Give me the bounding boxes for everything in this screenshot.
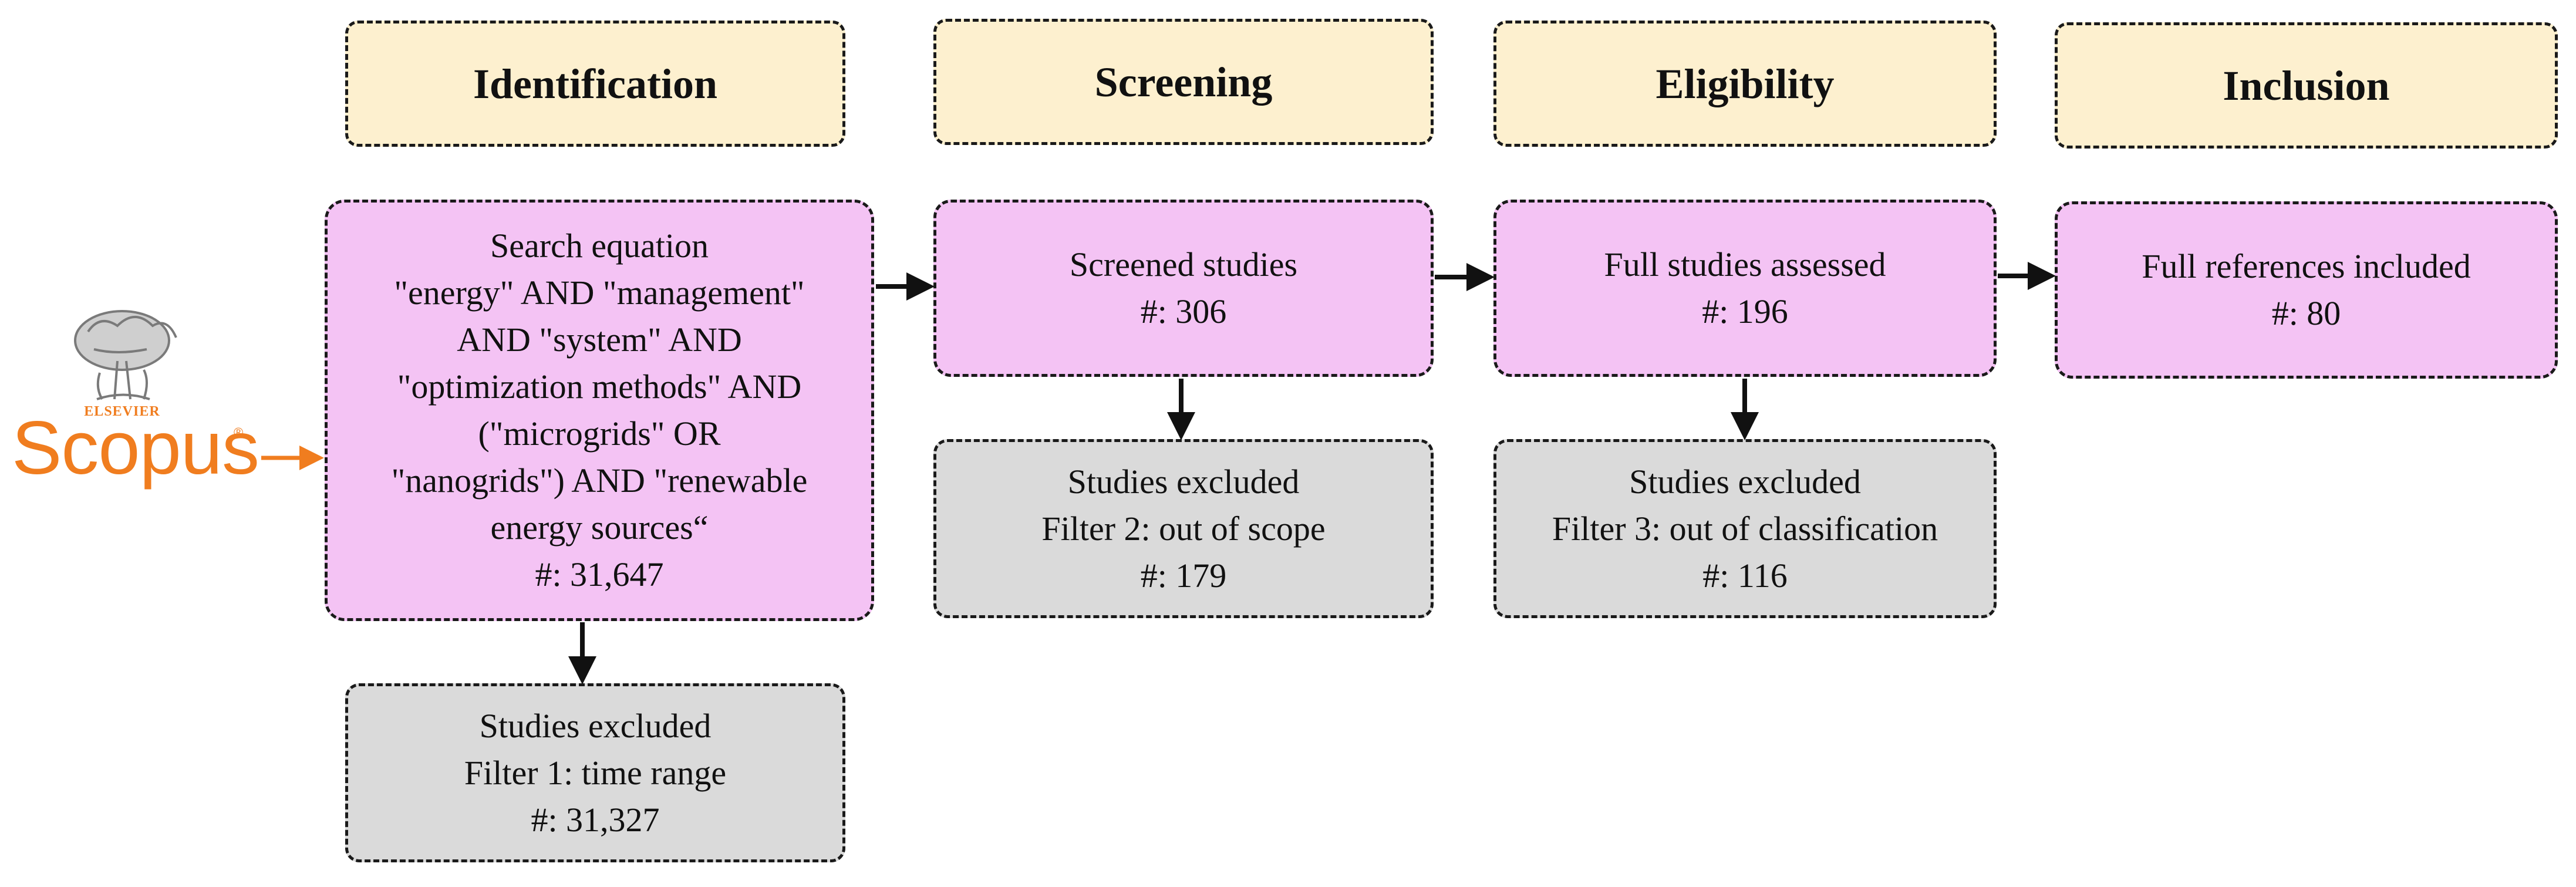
- search-equation-title: Search equation: [490, 227, 709, 265]
- elsevier-wordmark: ELSEVIER: [84, 404, 160, 419]
- registered-mark: ®: [234, 425, 244, 440]
- box-title: Full studies assessed: [1604, 245, 1886, 284]
- stage-eligibility: Eligibility: [1493, 21, 1997, 147]
- record-count: #: 80: [2271, 294, 2341, 332]
- excluded-title: Studies excluded: [1067, 462, 1300, 501]
- screening-box: Screened studies #: 306: [933, 200, 1434, 377]
- stage-label: Screening: [1094, 58, 1273, 106]
- stage-label: Eligibility: [1655, 60, 1835, 107]
- excluded-box-2: Studies excluded Filter 2: out of scope …: [933, 439, 1434, 618]
- stage-label: Inclusion: [2223, 62, 2390, 109]
- filter-label: Filter 3: out of classification: [1552, 509, 1938, 548]
- elsevier-tree-icon: [74, 310, 177, 400]
- scopus-logo: ELSEVIER: [0, 305, 270, 505]
- record-count: #: 196: [1702, 292, 1788, 330]
- stage-identification: Identification: [345, 21, 845, 147]
- search-equation-line: AND "system" AND: [457, 321, 742, 359]
- record-count: #: 306: [1140, 292, 1227, 330]
- search-equation-line: "energy" AND "management": [394, 274, 805, 312]
- box-title: Full references included: [2142, 247, 2471, 285]
- stage-label: Identification: [473, 60, 717, 107]
- eligibility-box: Full studies assessed #: 196: [1493, 200, 1997, 377]
- search-equation-line: energy sources“: [490, 508, 709, 547]
- box-title: Screened studies: [1069, 245, 1298, 284]
- record-count: #: 179: [1140, 556, 1227, 595]
- excluded-box-1: Studies excluded Filter 1: time range #:…: [345, 683, 845, 862]
- excluded-title: Studies excluded: [479, 706, 712, 745]
- excluded-title: Studies excluded: [1629, 462, 1861, 501]
- record-count: #: 31,647: [535, 555, 664, 593]
- search-equation-line: "nanogrids") AND "renewable: [391, 461, 808, 500]
- stage-inclusion: Inclusion: [2055, 22, 2558, 149]
- stage-screening: Screening: [933, 19, 1434, 145]
- search-equation-line: ("microgrids" OR: [478, 414, 721, 453]
- search-equation-line: "optimization methods" AND: [397, 367, 802, 406]
- record-count: #: 31,327: [531, 800, 660, 839]
- filter-label: Filter 2: out of scope: [1041, 509, 1326, 548]
- filter-label: Filter 1: time range: [464, 753, 727, 792]
- record-count: #: 116: [1702, 556, 1788, 595]
- identification-box: Search equation "energy" AND "management…: [325, 200, 874, 621]
- excluded-box-3: Studies excluded Filter 3: out of classi…: [1493, 439, 1997, 618]
- scopus-wordmark: Scopus: [12, 406, 259, 490]
- inclusion-box: Full references included #: 80: [2055, 201, 2558, 379]
